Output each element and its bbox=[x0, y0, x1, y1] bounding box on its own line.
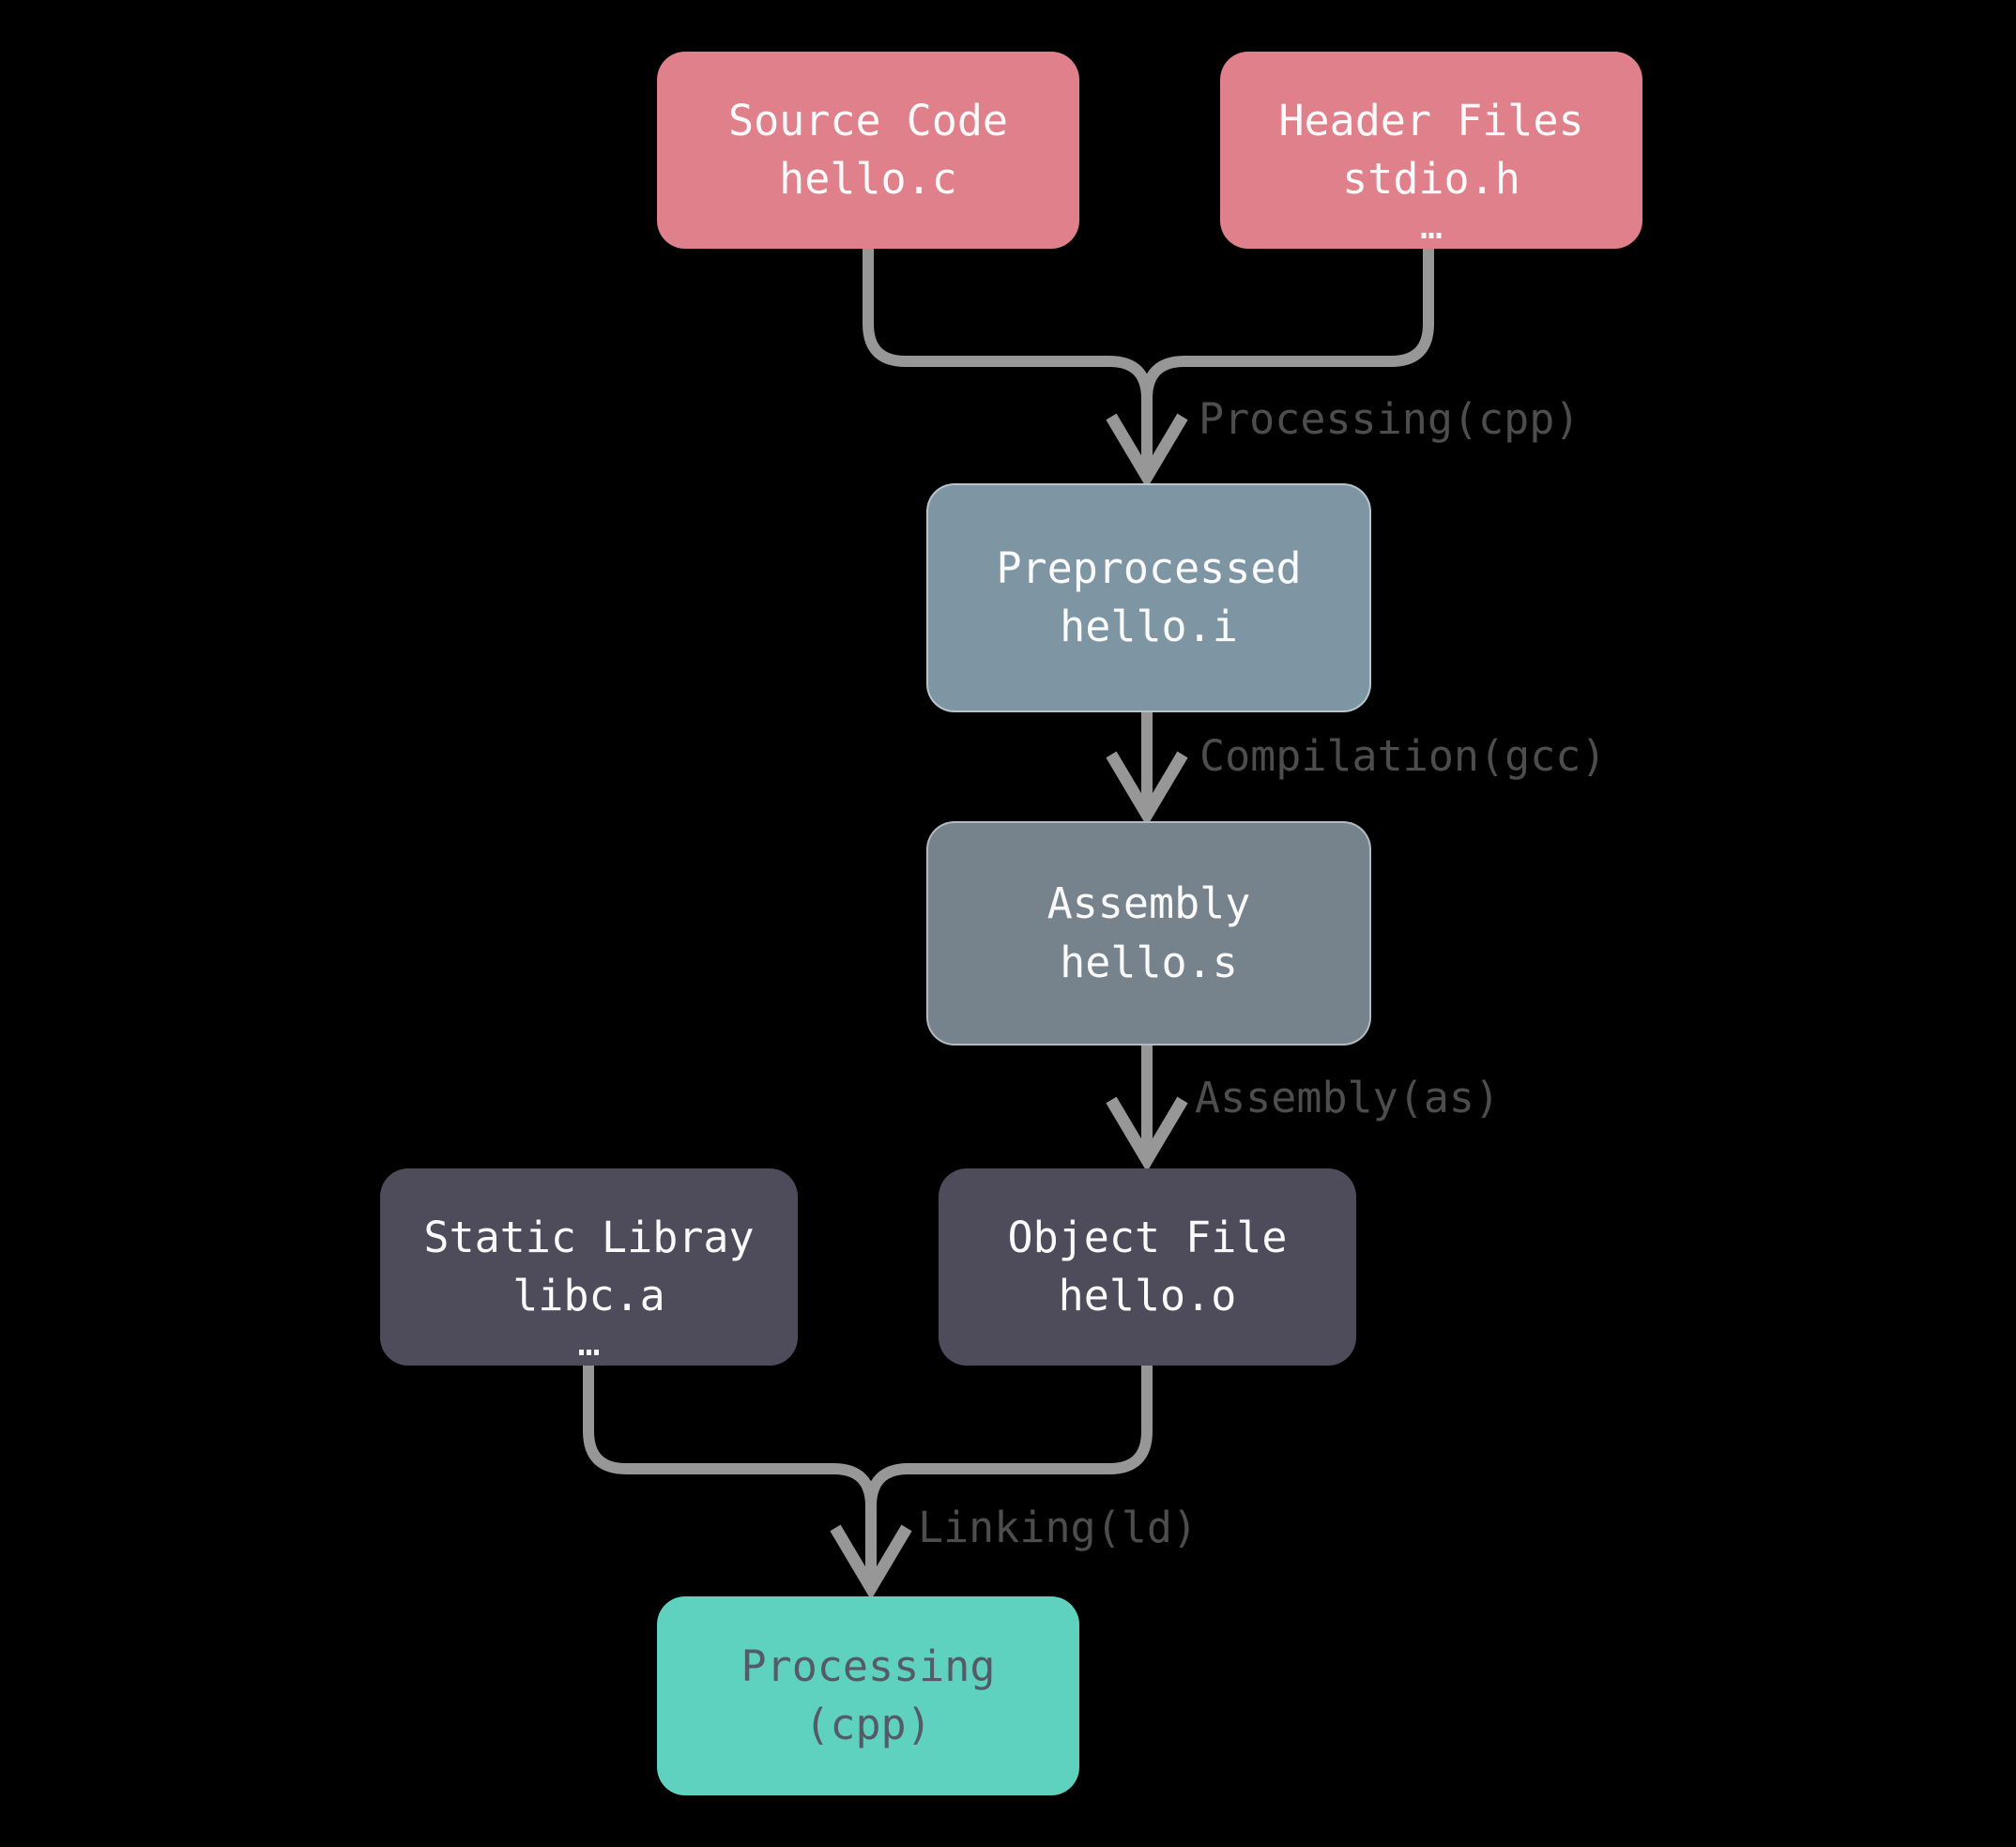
node-subtitle: hello.o bbox=[1058, 1271, 1237, 1320]
arrowhead-linking bbox=[830, 1524, 912, 1600]
node-output-processing: Processing (cpp) bbox=[657, 1596, 1079, 1795]
node-subtitle: hello.s bbox=[1060, 937, 1238, 987]
node-subtitle: (cpp) bbox=[804, 1700, 932, 1749]
edge-object-to-output bbox=[865, 1366, 1153, 1507]
node-title: Preprocessed bbox=[996, 542, 1302, 593]
arrowhead-preprocessing bbox=[1106, 413, 1188, 489]
node-title: Assembly bbox=[1046, 878, 1251, 929]
node-header-files: Header Files stdio.h … bbox=[1220, 52, 1642, 249]
node-subtitle: stdio.h bbox=[1342, 154, 1520, 204]
node-title: Static Libray bbox=[423, 1212, 755, 1262]
node-title: Object File bbox=[1007, 1212, 1288, 1262]
edge-label-compilation: Compilation(gcc) bbox=[1199, 731, 1607, 781]
edge-label-assembling: Assembly(as) bbox=[1195, 1073, 1501, 1122]
node-title: Source Code bbox=[727, 95, 1008, 145]
node-preprocessed: Preprocessed hello.i bbox=[926, 483, 1371, 712]
node-title: Header Files bbox=[1278, 95, 1584, 145]
node-subtitle: libc.a bbox=[512, 1271, 665, 1320]
edge-static-to-output bbox=[583, 1366, 877, 1582]
arrowhead-compilation bbox=[1106, 751, 1188, 827]
edge-label-linking: Linking(ld) bbox=[918, 1503, 1199, 1552]
node-title: Processing bbox=[741, 1641, 996, 1691]
node-subtitle: hello.c bbox=[779, 154, 957, 204]
node-ellipsis: … bbox=[577, 1321, 601, 1365]
node-assembly: Assembly hello.s bbox=[926, 821, 1371, 1046]
edge-label-preprocessing: Processing(cpp) bbox=[1199, 394, 1581, 444]
node-subtitle: hello.i bbox=[1060, 602, 1238, 651]
edge-header-to-preprocessed bbox=[1141, 247, 1434, 400]
node-static-library: Static Libray libc.a … bbox=[380, 1168, 798, 1366]
arrowhead-assembling bbox=[1106, 1096, 1188, 1172]
node-object-file: Object File hello.o bbox=[939, 1168, 1356, 1366]
node-ellipsis: … bbox=[1419, 205, 1443, 248]
node-source-code: Source Code hello.c bbox=[657, 52, 1079, 249]
edge-source-to-preprocessed bbox=[863, 247, 1153, 471]
